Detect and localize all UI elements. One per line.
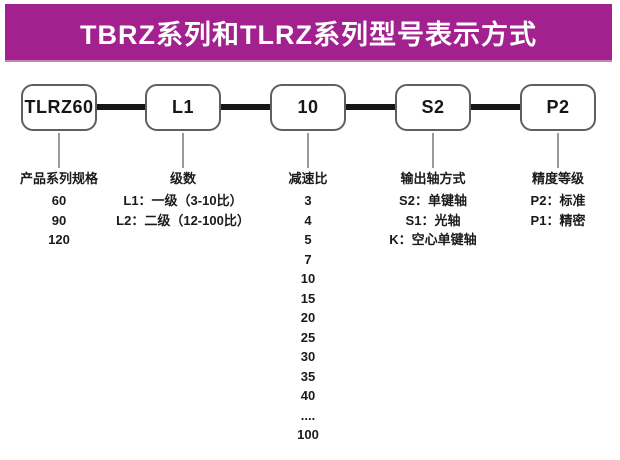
- column-label: 产品系列规格: [19, 171, 98, 186]
- column-label: 输出轴方式: [400, 171, 466, 186]
- option-item: L1：一级（3-10比）: [123, 193, 243, 208]
- pointer-line: [432, 133, 434, 168]
- option-item: 100: [297, 427, 319, 442]
- option-item: 40: [300, 388, 316, 403]
- title-banner: TBRZ系列和TLRZ系列型号表示方式: [5, 4, 612, 62]
- column-label: 精度等级: [531, 171, 584, 186]
- option-column-1: 产品系列规格 60 90 120: [0, 170, 134, 250]
- code-box-s2: S2: [395, 84, 471, 131]
- option-item: L2：二级（12-100比）: [116, 212, 250, 228]
- option-item: 90: [51, 212, 67, 228]
- option-item: 20: [300, 310, 316, 325]
- pointer-line: [58, 133, 60, 168]
- pointer-line: [182, 133, 184, 168]
- option-item: ....: [300, 407, 316, 423]
- connector-line: [346, 104, 395, 110]
- option-item: S2：单键轴: [399, 193, 467, 208]
- code-box-p2: P2: [520, 84, 596, 131]
- option-item: 3: [304, 193, 312, 208]
- option-item: S1：光轴: [405, 212, 461, 228]
- option-item: 30: [300, 349, 316, 364]
- pointer-line: [557, 133, 559, 168]
- column-label: 减速比: [288, 171, 328, 186]
- option-item: 15: [300, 290, 316, 306]
- connector-line: [221, 104, 270, 110]
- option-column-2: 级数 L1：一级（3-10比） L2：二级（12-100比）: [108, 170, 258, 230]
- option-column-4: 输出轴方式 S2：单键轴 S1：光轴 K：空心单键轴: [358, 170, 508, 250]
- option-column-3: 减速比 3 4 5 7 10 15 20 25 30 35 40.... 100: [233, 170, 383, 445]
- connector-line: [471, 104, 520, 110]
- option-item: 5: [304, 232, 312, 247]
- page-title: TBRZ系列和TLRZ系列型号表示方式: [80, 19, 537, 50]
- option-item: 4: [304, 212, 312, 228]
- option-item: K：空心单键轴: [389, 232, 477, 247]
- option-item: 7: [304, 251, 312, 267]
- option-item: 10: [300, 271, 316, 286]
- option-item: P2：标准: [530, 193, 586, 208]
- option-item: 25: [300, 329, 316, 345]
- code-box-10: 10: [270, 84, 346, 131]
- option-column-5: 精度等级 P2：标准 P1：精密: [483, 170, 620, 230]
- option-item: 35: [300, 368, 316, 384]
- code-box-l1: L1: [145, 84, 221, 131]
- pointer-line: [307, 133, 309, 168]
- option-item: 60: [51, 193, 67, 208]
- column-label: 级数: [169, 171, 196, 186]
- connector-line: [97, 104, 145, 110]
- option-item: 120: [48, 232, 70, 247]
- code-box-tlrz60: TLRZ60: [21, 84, 97, 131]
- option-item: P1：精密: [530, 212, 586, 228]
